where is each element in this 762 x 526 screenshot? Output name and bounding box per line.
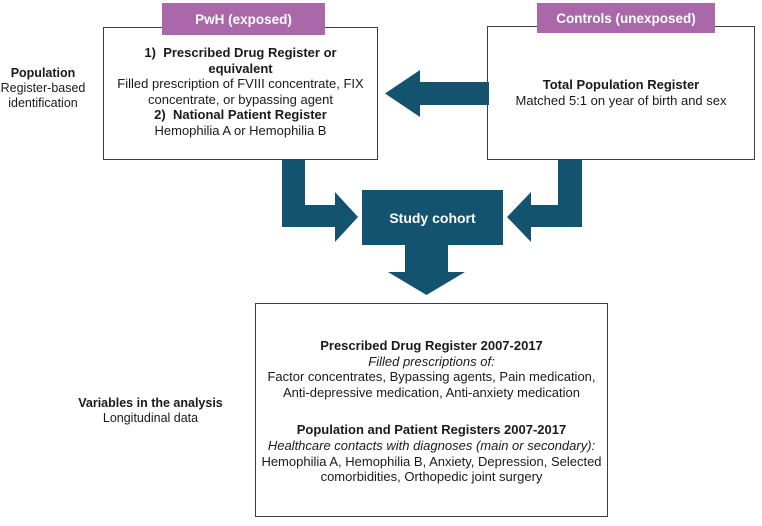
variables-label-title: Variables in the analysis xyxy=(78,396,223,410)
controls-unexposed-header: Controls (unexposed) xyxy=(537,3,715,33)
variables-label: Variables in the analysis Longitudinal d… xyxy=(58,396,243,426)
patient-registers-section: Population and Patient Registers 2007-20… xyxy=(260,422,603,484)
drug-register-section-body: Factor concentrates, Bypassing agents, P… xyxy=(267,369,596,400)
elbow-arrow-down-right-icon xyxy=(282,160,358,242)
pwh-exposed-header-label: PwH (exposed) xyxy=(195,11,292,27)
patient-register-point-title: 2) National Patient Register xyxy=(154,107,327,123)
pwh-exposed-box: 1) Prescribed Drug Register or equivalen… xyxy=(103,27,378,160)
population-label-title: Population xyxy=(10,66,76,80)
patient-registers-section-title: Population and Patient Registers 2007-20… xyxy=(296,422,567,438)
drug-register-section-title: Prescribed Drug Register 2007-2017 xyxy=(320,338,543,353)
controls-unexposed-box: Total Population Register Matched 5:1 on… xyxy=(487,26,755,160)
down-arrow-icon xyxy=(388,245,465,295)
patient-registers-section-body: Hemophilia A, Hemophilia B, Anxiety, Dep… xyxy=(261,453,602,485)
study-cohort-box: Study cohort xyxy=(362,190,503,245)
drug-register-section: Prescribed Drug Register 2007-2017 Fille… xyxy=(260,338,603,400)
drug-register-section-subtitle: Filled prescriptions of: xyxy=(368,353,495,369)
pwh-exposed-header: PwH (exposed) xyxy=(162,3,325,35)
total-population-register-title: Total Population Register xyxy=(542,77,700,93)
left-arrow-icon xyxy=(385,70,489,117)
patient-registers-section-subtitle: Healthcare contacts with diagnoses (main… xyxy=(267,437,596,453)
analysis-variables-box: Prescribed Drug Register 2007-2017 Fille… xyxy=(255,303,608,517)
study-cohort-label: Study cohort xyxy=(389,209,476,226)
patient-register-point-body: Hemophilia A or Hemophilia B xyxy=(154,122,327,138)
elbow-arrow-down-left-icon xyxy=(507,160,582,242)
population-label: Population Register-based identification xyxy=(0,66,86,111)
total-population-register-body: Matched 5:1 on year of birth and sex xyxy=(515,93,727,108)
variables-label-subtitle: Longitudinal data xyxy=(102,411,199,425)
controls-unexposed-header-label: Controls (unexposed) xyxy=(556,10,696,26)
population-label-subtitle: Register-based identification xyxy=(0,81,86,110)
drug-register-point-title: 1) Prescribed Drug Register or equivalen… xyxy=(144,45,341,76)
drug-register-point-body: Filled prescription of FVIII concentrate… xyxy=(117,76,364,107)
